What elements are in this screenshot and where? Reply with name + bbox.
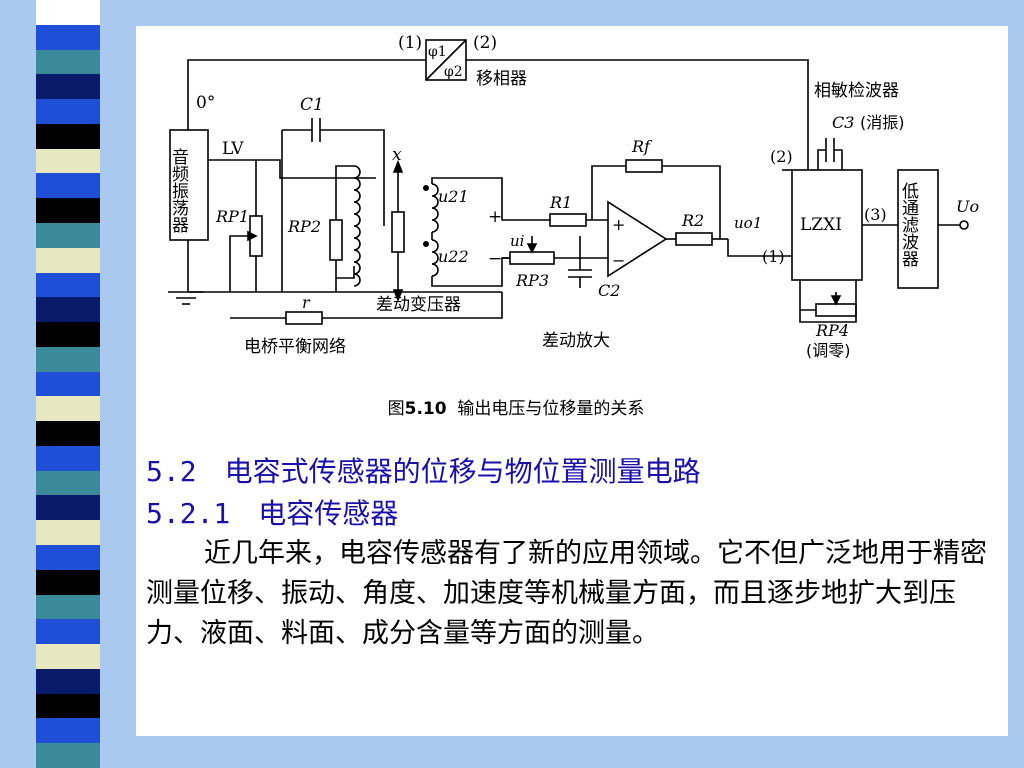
strip-band [36,322,100,348]
rf-label: Rf [631,137,653,156]
strip-band [36,24,100,51]
diff-amp-label: 差动放大 [542,331,610,351]
phase-shifter-label: 移相器 [476,69,527,89]
rp3-label: RP3 [515,271,549,290]
port1-label: (1) [762,247,785,266]
subsection-heading: 5.2.1 电容传感器 [146,497,399,530]
uo1-label: uo1 [734,214,762,232]
strip-band [36,743,100,768]
rp1-label: RP1 [215,207,249,226]
phi2-label: φ2 [444,64,463,80]
caption-text: 输出电压与位移量的关系 [457,399,645,419]
strip-band [36,371,100,397]
strip-band [36,49,100,75]
c3-label: C3 [832,113,854,132]
strip-band [36,668,100,695]
figure-caption: 图5.10 输出电压与位移量的关系 [136,394,896,419]
zero-degree-label: 0° [196,93,215,113]
opamp-plus: + [612,215,625,234]
strip-band [36,594,100,620]
strip-band [36,396,100,422]
c2-label: C2 [598,281,620,300]
strip-band [36,74,100,100]
strip-band [36,222,100,249]
minus-label: − [488,249,502,269]
port3-label: (3) [864,205,887,224]
lzxi-label: LZXI [800,215,842,235]
phase-out-label: (2) [473,33,497,53]
rp4-label: RP4 [815,321,849,340]
phase-in-label: (1) [398,33,422,53]
strip-band [36,297,100,323]
opamp-minus: − [612,251,625,270]
section-heading: 5.2 电容式传感器的位移与物位置测量电路 [146,455,701,488]
body-paragraph: 近几年来，电容传感器有了新的应用领域。它不但广泛地用于精密测量位移、振动、角度、… [146,538,987,649]
diff-transformer-label: 差动变压器 [376,295,461,315]
bridge-network-label: 电桥平衡网络 [244,337,346,357]
phi1-label: φ1 [428,44,447,60]
rp2-label: RP2 [287,217,321,236]
strip-band [36,693,100,719]
lpf-label: 低通滤波器 [898,182,919,267]
strip-band [36,470,100,496]
strip-band [36,99,100,125]
strip-band [36,421,100,447]
strip-band [36,247,100,273]
strip-band [36,619,100,645]
lv-label: LV [222,139,244,159]
ui-label: ui [510,232,525,250]
strip-band [36,718,100,744]
caption-number: 5.10 [404,399,447,419]
x-label: x [392,145,402,165]
strip-band [36,0,100,26]
r2-label: R2 [681,211,704,230]
r-label: r [302,293,311,312]
detector-label: 相敏检波器 [814,81,899,101]
strip-band [36,445,100,472]
r1-label: R1 [549,193,572,212]
strip-band [36,123,100,150]
strip-band [36,644,100,670]
dot-u22 [423,241,429,247]
strip-band [36,495,100,521]
c1-label: C1 [300,95,324,115]
caption-prefix: 图 [387,399,405,419]
strip-band [36,198,100,224]
strip-band [36,148,100,174]
rp4-note-label: (调零) [806,341,851,360]
circuit-diagram: (1) (2) φ1 φ2 移相器 0° 音频振荡器 LV C1 RP1 RP2… [168,33,979,360]
strip-band [36,545,100,571]
strip-band [36,272,100,298]
plus-label: + [488,207,502,227]
slide: (1) (2) φ1 φ2 移相器 0° 音频振荡器 LV C1 RP1 RP2… [136,26,1008,736]
strip-band [36,569,100,596]
decorative-strip [0,0,118,768]
strip-band [36,346,100,373]
oscillator-label: 音频振荡器 [168,148,189,233]
strip-band [36,520,100,546]
dot-u21 [423,185,429,191]
u22-label: u22 [438,247,469,266]
u21-label: u21 [438,187,469,206]
port2-label: (2) [770,147,793,166]
c3-note-label: (消振) [860,113,905,132]
uo-label: Uo [956,197,979,216]
strip-band [36,173,100,199]
